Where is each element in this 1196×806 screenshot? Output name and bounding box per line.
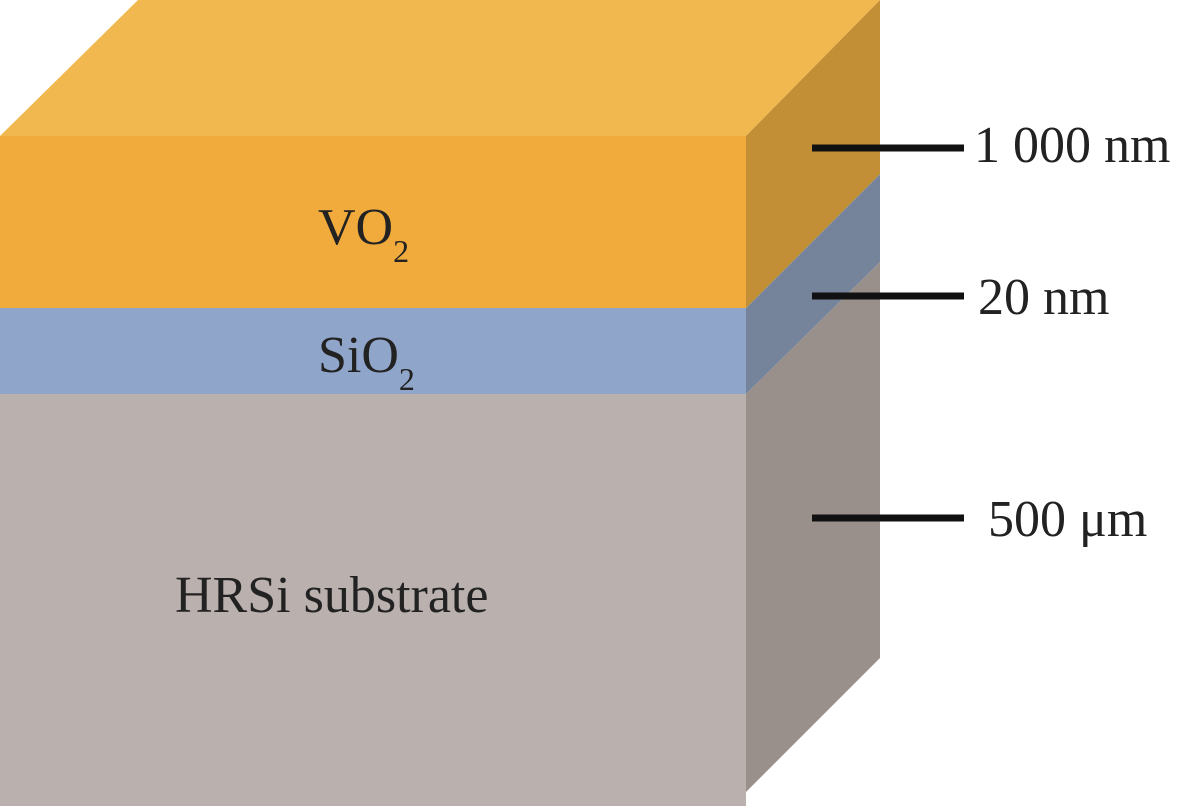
sio2-side-face	[746, 174, 880, 394]
vo2-label: VO2	[318, 199, 409, 269]
sio2-label: SiO2	[318, 327, 415, 397]
vo2-thickness-label: 1 000 nm	[974, 117, 1170, 174]
hrsi-label: HRSi substrate	[175, 567, 488, 624]
sio2-thickness-label: 20 nm	[978, 269, 1109, 326]
hrsi-front-face	[0, 394, 746, 806]
vo2-front-face	[0, 136, 746, 308]
hrsi-thickness-label: 500 μm	[988, 491, 1147, 548]
vo2-top-face	[0, 0, 880, 136]
vo2-side-face	[746, 0, 880, 308]
sio2-front-face	[0, 308, 746, 394]
hrsi-side-face	[746, 262, 880, 792]
